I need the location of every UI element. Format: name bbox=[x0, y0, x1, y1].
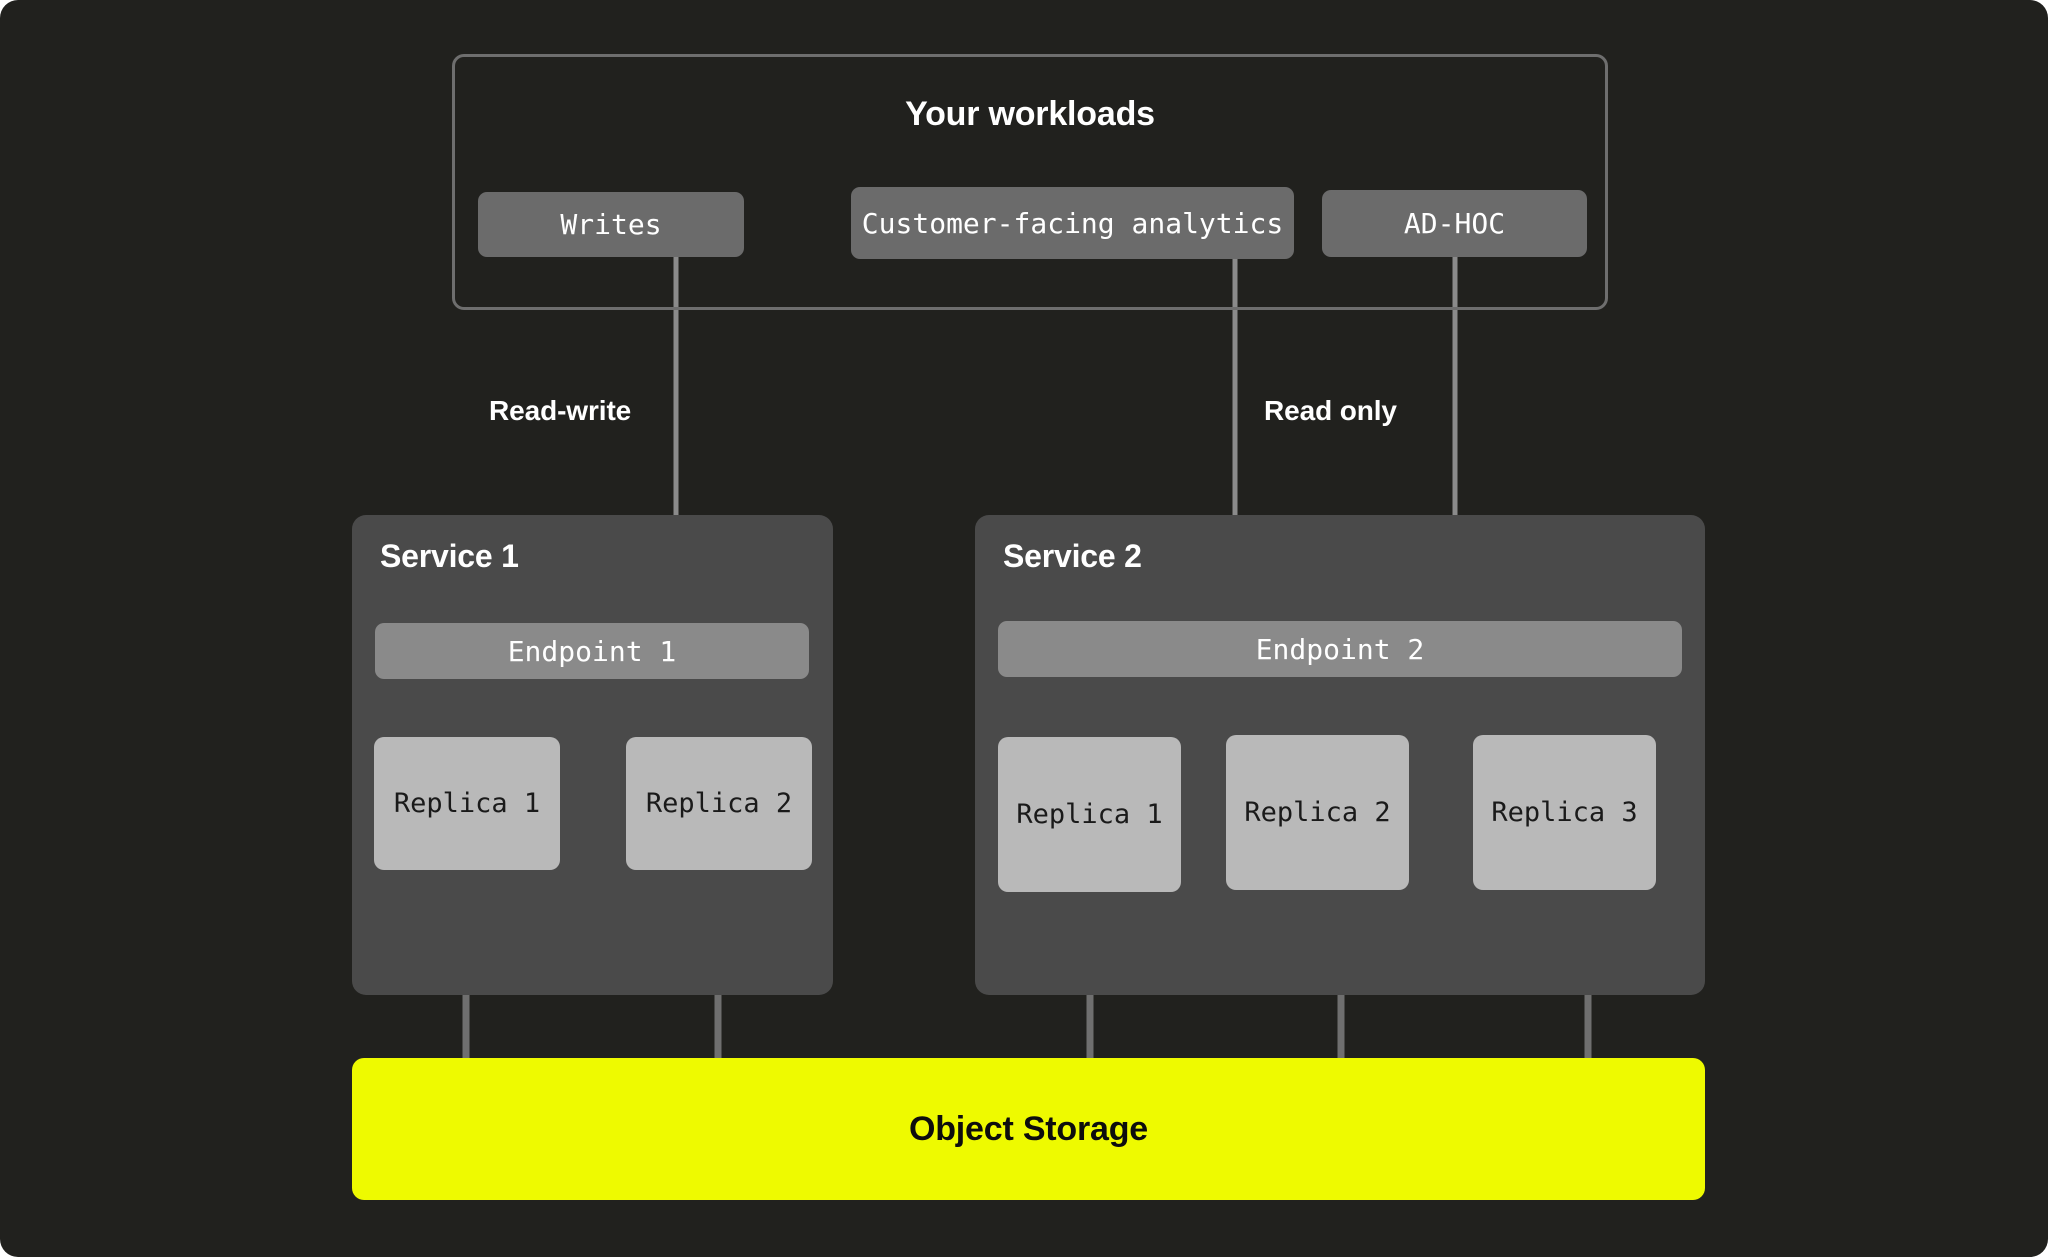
workloads-group: Your workloads bbox=[452, 54, 1608, 310]
service-2-group: Service 2 Endpoint 2 Replica 1 Replica 2… bbox=[975, 515, 1705, 995]
endpoint-2[interactable]: Endpoint 2 bbox=[998, 621, 1682, 677]
service-1-replica-2[interactable]: Replica 2 bbox=[626, 737, 812, 870]
workload-item-customer-facing-analytics[interactable]: Customer-facing analytics bbox=[851, 187, 1294, 259]
workload-item-ad-hoc[interactable]: AD-HOC bbox=[1322, 190, 1587, 257]
service-1-replica-1[interactable]: Replica 1 bbox=[374, 737, 560, 870]
endpoint-1[interactable]: Endpoint 1 bbox=[375, 623, 809, 679]
workload-item-writes[interactable]: Writes bbox=[478, 192, 744, 257]
service-2-title: Service 2 bbox=[1003, 538, 1142, 574]
flow-label-read-write: Read-write bbox=[489, 395, 632, 426]
workloads-title: Your workloads bbox=[905, 95, 1155, 133]
service-2-replica-3[interactable]: Replica 3 bbox=[1473, 735, 1656, 890]
service-2-replica-1[interactable]: Replica 1 bbox=[998, 737, 1181, 892]
service-1-title: Service 1 bbox=[380, 538, 519, 574]
flow-label-read-only: Read only bbox=[1264, 395, 1397, 426]
service-2-replica-2[interactable]: Replica 2 bbox=[1226, 735, 1409, 890]
service-1-group: Service 1 Endpoint 1 Replica 1 Replica 2 bbox=[352, 515, 833, 995]
object-storage-block[interactable]: Object Storage bbox=[352, 1058, 1705, 1200]
